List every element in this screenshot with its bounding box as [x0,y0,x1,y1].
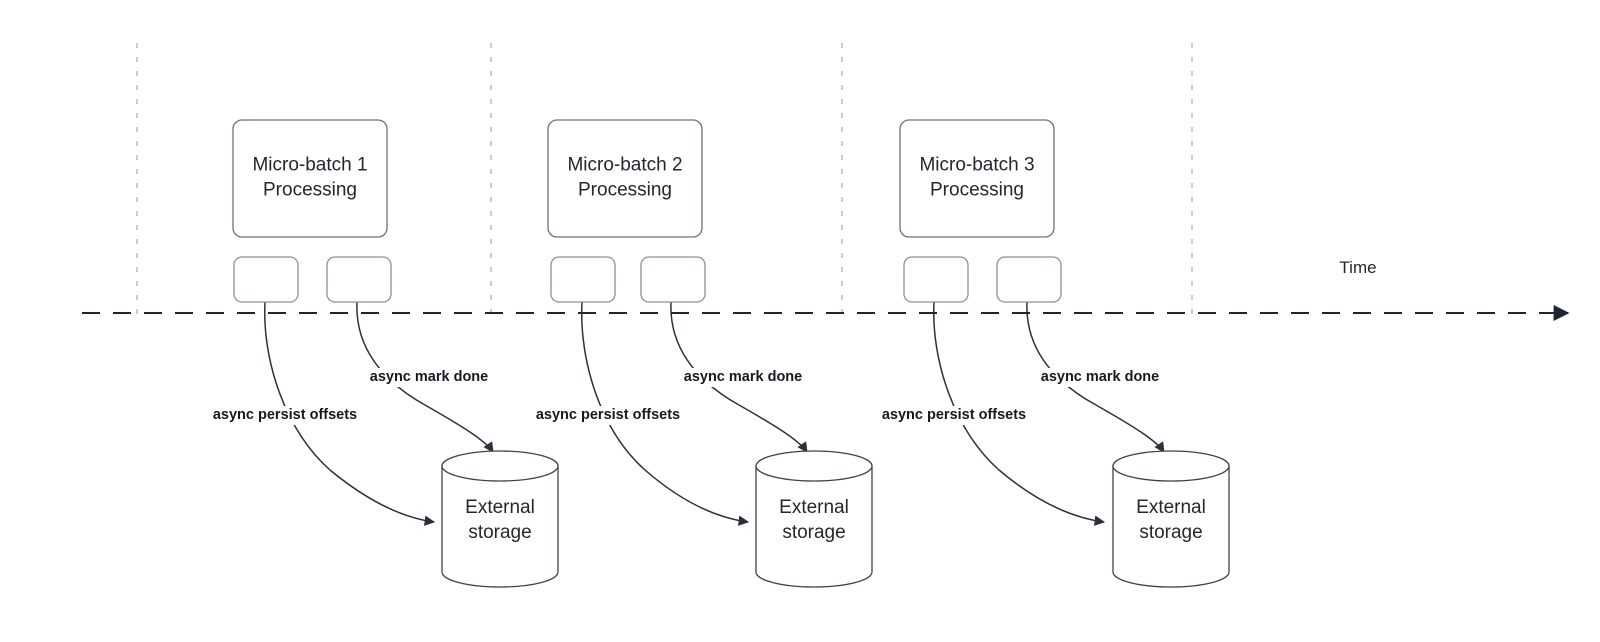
external-storage-label-line2-1: storage [468,522,531,543]
storage-cylinder-body-1 [441,465,559,588]
mini-box-1a[interactable] [233,256,299,303]
async-mark-done-edge-2-label: async mark done [684,369,802,385]
micro-batch-box-shape-3 [899,119,1055,238]
mini-box-3a[interactable] [903,256,969,303]
async-persist-offsets-edge-2-label: async persist offsets [536,407,680,423]
async-mark-done-edge-2-label-group: async mark done [682,368,804,387]
flow-curves [264,301,1165,526]
async-persist-offsets-edge-1 [264,301,436,526]
external-storage-label-line1-2: External [779,497,849,518]
micro-batch-box-3[interactable]: Micro-batch 3 Processing [899,119,1055,238]
mini-box-2a[interactable] [550,256,616,303]
storage-cylinder-top-3 [1112,450,1230,482]
async-mark-done-edge-2 [670,301,808,453]
async-mark-done-edge-3 [1026,301,1165,453]
external-storage-label-line1-3: External [1136,497,1206,518]
async-persist-offsets-edge-3-label: async persist offsets [882,407,1026,423]
async-mark-done-edge-2-label-mask [682,368,804,387]
time-axis-group: Time [82,258,1570,321]
mini-box-2b[interactable] [640,256,706,303]
edge-labels: async persist offsets async mark done asyn… [201,368,1161,425]
micro-batch-label-line1-1: Micro-batch 1 [252,155,367,176]
async-mark-done-edge-1-label-group: async mark done [368,368,490,387]
storage-cylinder-body-2 [755,465,873,588]
micro-batch-box-2[interactable]: Micro-batch 2 Processing [547,119,703,238]
async-persist-offsets-edge-2-label-group: async persist offsets [524,406,692,425]
storage-cylinder-top-2 [755,450,873,482]
micro-batch-label-line2-1: Processing [263,180,357,201]
micro-batch-box-shape-1 [232,119,388,238]
external-storage-label-line1-1: External [465,497,535,518]
mini-box-1b[interactable] [326,256,392,303]
external-storage-label-line2-2: storage [782,522,845,543]
async-persist-offsets-edge-2 [580,301,750,526]
micro-batch-label-line2-2: Processing [578,180,672,201]
async-persist-offsets-edge-1-label: async persist offsets [213,407,357,423]
external-storage-label-line2-3: storage [1139,522,1202,543]
async-persist-offsets-edge-3-label-group: async persist offsets [870,406,1038,425]
async-persist-offsets-edge-3 [933,301,1106,526]
async-mark-done-edge-1 [356,301,494,453]
external-storage-2[interactable]: External storage [755,450,873,588]
async-persist-offsets-edge-1-label-group: async persist offsets [201,406,369,425]
mini-box-3b[interactable] [996,256,1062,303]
async-persist-offsets-edge-1-label-mask [201,406,369,425]
external-storage-1[interactable]: External storage [441,450,559,588]
time-axis-label: Time [1339,258,1376,277]
storage-cylinder-body-3 [1112,465,1230,588]
async-mark-done-edge-3-label-group: async mark done [1039,368,1161,387]
micro-batch-box-shape-2 [547,119,703,238]
external-storage-3[interactable]: External storage [1112,450,1230,588]
micro-batch-box-1[interactable]: Micro-batch 1 Processing [232,119,388,238]
async-mark-done-edge-3-label: async mark done [1041,369,1159,385]
micro-batch-label-line2-3: Processing [930,180,1024,201]
async-mark-done-edge-1-label: async mark done [370,369,488,385]
async-persist-offsets-edge-3-label-mask [870,406,1038,425]
async-mark-done-edge-1-label-mask [368,368,490,387]
micro-batch-label-line1-3: Micro-batch 3 [919,155,1034,176]
divider-lines [136,43,1193,322]
micro-batch-label-line1-2: Micro-batch 2 [567,155,682,176]
async-persist-offsets-edge-2-label-mask [524,406,692,425]
storage-cylinder-top-1 [441,450,559,482]
async-mark-done-edge-3-label-mask [1039,368,1161,387]
